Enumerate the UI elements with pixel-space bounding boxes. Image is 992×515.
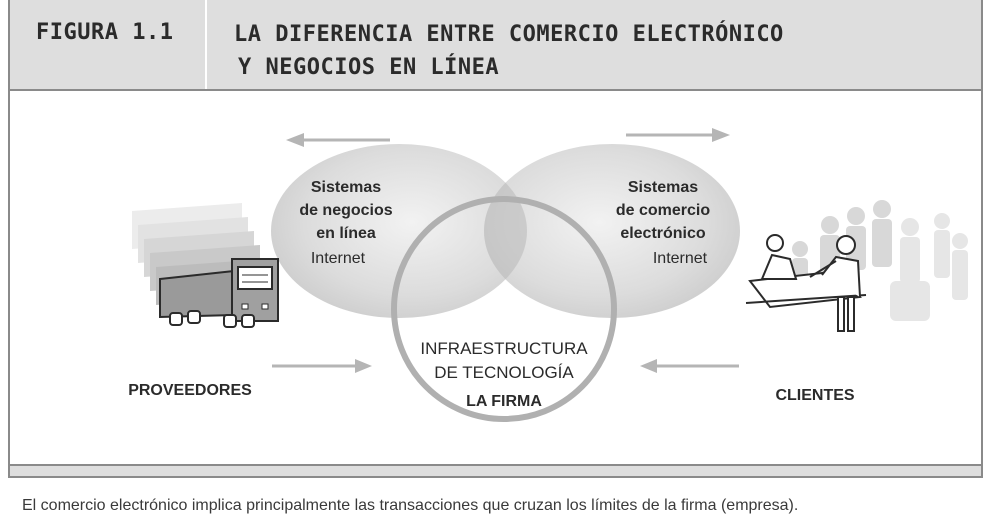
truck-icon <box>132 203 279 328</box>
center-line-2: DE TECNOLOGÍA <box>434 363 574 382</box>
left-ellipse-sub: Internet <box>311 250 366 267</box>
left-ellipse-line-2: de negocios <box>299 202 392 219</box>
figure-title-line-1: LA DIFERENCIA ENTRE COMERCIO ELECTRÓNICO <box>234 22 784 47</box>
ellipse-online-business <box>271 144 527 318</box>
figure-title: LA DIFERENCIA ENTRE COMERCIO ELECTRÓNICO… <box>234 18 784 84</box>
center-line-3: LA FIRMA <box>466 393 542 410</box>
arrow-right-top <box>626 128 730 142</box>
diagram-panel: Sistemas de negocios en línea Internet S… <box>8 91 983 466</box>
right-ellipse-line-3: electrónico <box>620 225 706 242</box>
customers-icon <box>745 200 968 332</box>
figure-header: FIGURA 1.1 LA DIFERENCIA ENTRE COMERCIO … <box>8 0 983 91</box>
figure-caption: El comercio electrónico implica principa… <box>22 497 799 514</box>
center-line-1: INFRAESTRUCTURA <box>420 339 588 358</box>
ellipse-ecommerce <box>484 144 740 318</box>
firm-circle <box>391 196 617 422</box>
right-ellipse-line-2: de comercio <box>616 202 710 219</box>
arrow-right-bottom <box>640 359 739 373</box>
right-ellipse-line-1: Sistemas <box>628 179 698 196</box>
diagram-svg: Sistemas de negocios en línea Internet S… <box>128 128 968 422</box>
figure-label: FIGURA 1.1 <box>36 20 174 45</box>
header-divider <box>205 0 207 89</box>
arrow-left-bottom <box>272 359 372 373</box>
suppliers-label: PROVEEDORES <box>128 382 252 399</box>
left-ellipse-line-1: Sistemas <box>311 179 381 196</box>
left-ellipse-line-3: en línea <box>316 225 376 242</box>
caption-band <box>8 466 983 478</box>
arrow-left-top <box>286 133 390 147</box>
customers-label: CLIENTES <box>775 387 854 404</box>
right-ellipse-sub: Internet <box>653 250 708 267</box>
figure-title-line-2: Y NEGOCIOS EN LÍNEA <box>238 55 500 80</box>
